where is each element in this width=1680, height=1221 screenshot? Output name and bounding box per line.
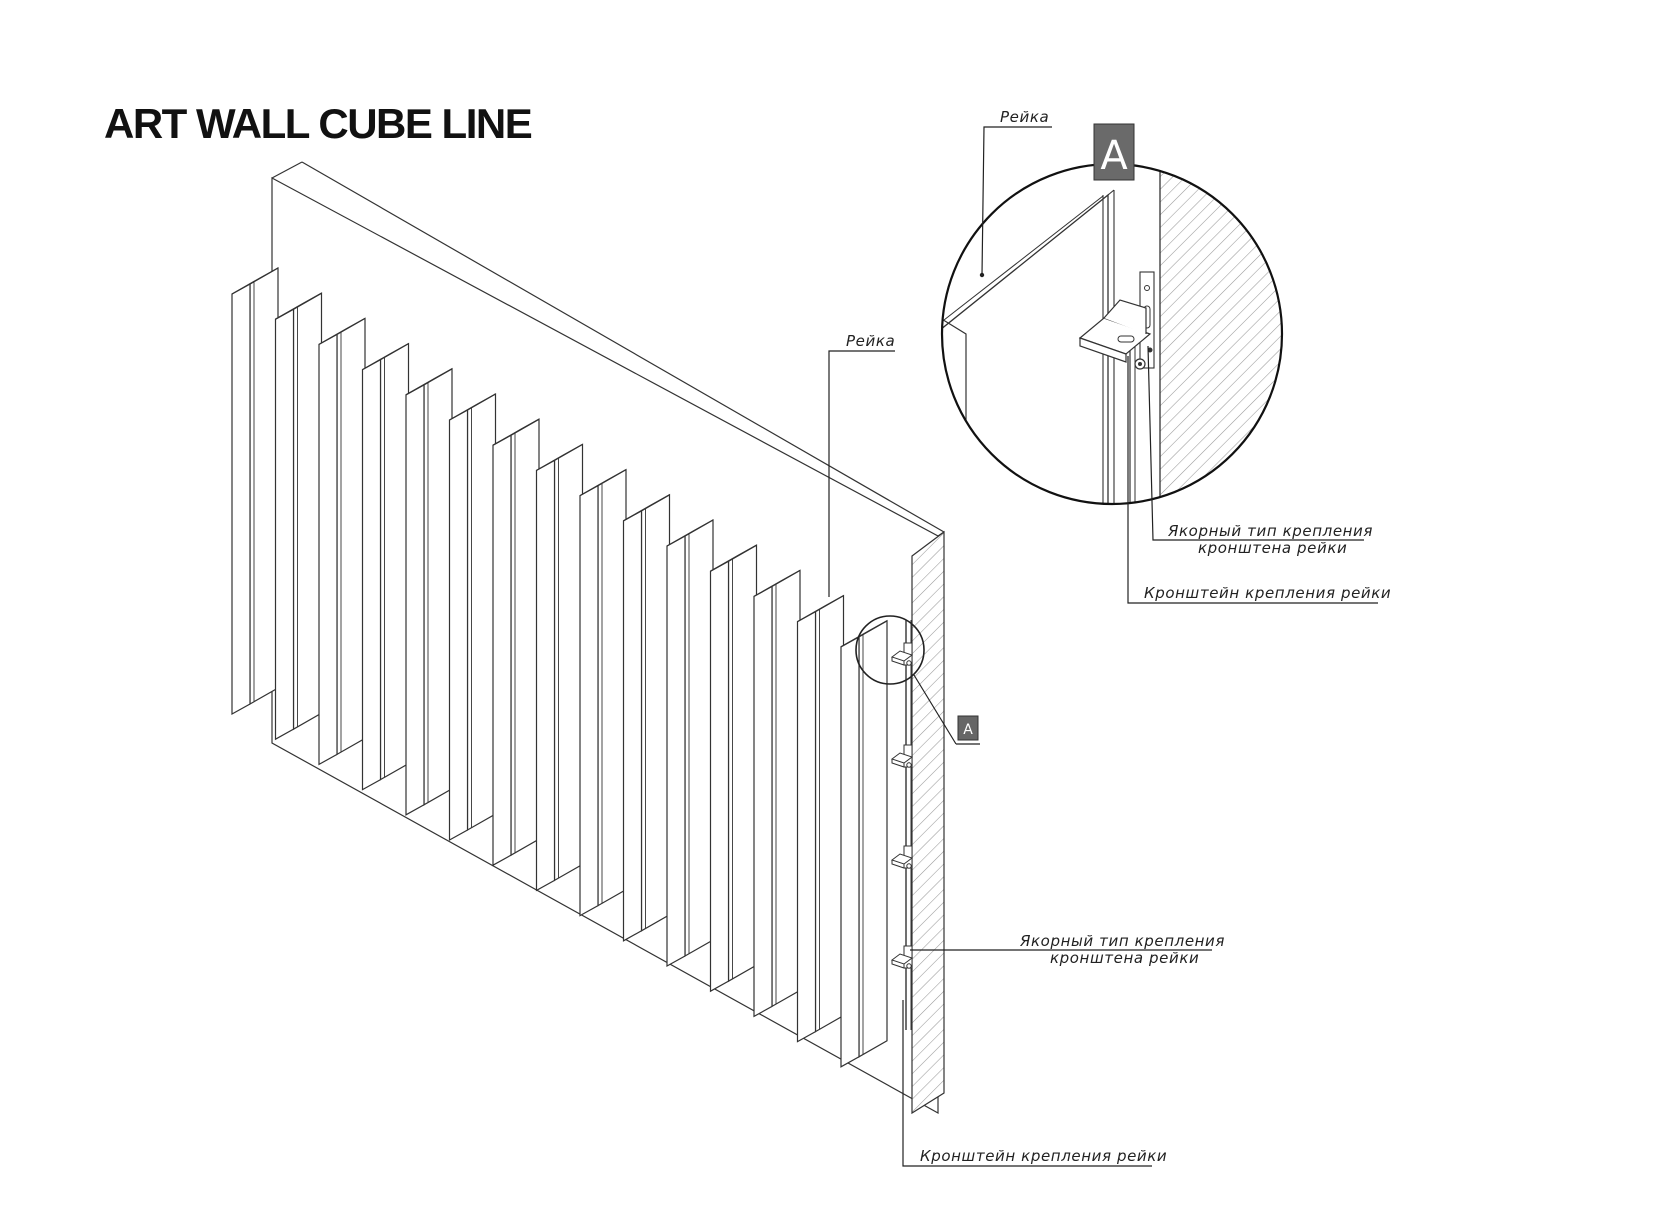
slat bbox=[840, 619, 888, 1068]
slat bbox=[405, 367, 453, 816]
wall-section-hatch bbox=[911, 530, 945, 1115]
detail-label-anchor-line2: кронштена рейки bbox=[1198, 539, 1347, 557]
slat bbox=[709, 544, 758, 993]
main-leader-slat: Рейка bbox=[828, 332, 895, 597]
slat bbox=[753, 569, 801, 1018]
slat bbox=[666, 518, 714, 968]
mounting-bracket bbox=[890, 845, 914, 869]
detail-label-slat: Рейка bbox=[1000, 108, 1049, 126]
main-label-anchor-line1: Якорный тип крепления bbox=[1019, 932, 1225, 950]
detail-leader-bracket: Кронштейн крепления рейки bbox=[1127, 356, 1391, 604]
main-label-bracket: Кронштейн крепления рейки bbox=[920, 1147, 1167, 1165]
detail-marker-a: A bbox=[1093, 123, 1135, 181]
slat bbox=[318, 317, 366, 766]
slats bbox=[231, 266, 888, 1068]
slat bbox=[535, 443, 584, 892]
mounting-bracket bbox=[890, 642, 914, 666]
main-leader-anchor: Якорный тип крепления кронштена рейки bbox=[910, 932, 1225, 967]
detail-marker-a-label: A bbox=[1100, 133, 1128, 179]
drawing-title: ART WALL CUBE LINE bbox=[104, 100, 533, 147]
main-brackets bbox=[890, 642, 914, 969]
detail-label-anchor-line1: Якорный тип крепления bbox=[1167, 522, 1373, 540]
detail-view-a: A bbox=[940, 123, 1284, 506]
mounting-bracket bbox=[890, 945, 914, 969]
mounting-bracket bbox=[890, 744, 914, 768]
slat bbox=[622, 493, 671, 942]
detail-leader-anchor: Якорный тип крепления кронштена рейки bbox=[1147, 345, 1373, 557]
detail-callout-circle bbox=[855, 615, 925, 685]
slat bbox=[231, 266, 279, 716]
slat bbox=[492, 418, 540, 867]
main-leader-bracket: Кронштейн крепления рейки bbox=[902, 1000, 1167, 1167]
slat bbox=[579, 468, 627, 917]
slat bbox=[274, 292, 323, 741]
main-label-anchor-line2: кронштена рейки bbox=[1050, 949, 1199, 967]
detail-leader-slat: Рейка bbox=[979, 108, 1052, 278]
slat bbox=[796, 594, 845, 1043]
main-label-slat: Рейка bbox=[846, 332, 895, 350]
detail-label-bracket: Кронштейн крепления рейки bbox=[1144, 584, 1391, 602]
slat bbox=[361, 342, 410, 791]
main-marker-a: A bbox=[957, 715, 979, 741]
main-marker-a-label: A bbox=[963, 722, 973, 738]
slat bbox=[448, 392, 497, 842]
